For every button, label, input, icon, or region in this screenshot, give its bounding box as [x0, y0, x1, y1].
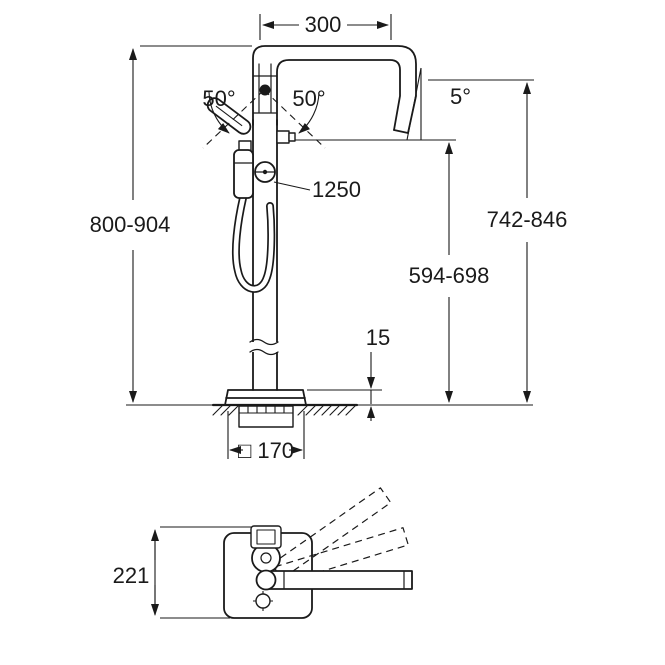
plan-spout	[265, 570, 413, 590]
label-base-size: □ 170	[238, 438, 294, 463]
swivel-dash-right	[263, 89, 326, 149]
label-height-total: 800-904	[90, 212, 171, 237]
spout-inner-line	[276, 59, 401, 131]
plan-lever	[250, 525, 282, 549]
lever-handle	[206, 97, 252, 135]
spout-outer-line	[252, 45, 417, 134]
dim-300-extensions	[259, 14, 392, 40]
label-base-thickness: 15	[366, 325, 390, 350]
label-spout-reach: 300	[305, 12, 342, 37]
annotations	[202, 67, 422, 191]
label-plan-depth: 221	[113, 563, 150, 588]
plan-spout-hub	[255, 569, 277, 591]
side-stub-knob	[288, 132, 296, 142]
base-plate	[224, 389, 307, 406]
rough-in-detail	[238, 405, 294, 414]
shower-hose-core	[233, 195, 274, 292]
label-swivel-left: 50°	[202, 86, 235, 111]
faucet-plan-view	[223, 487, 413, 619]
plan-spout-caps	[283, 571, 405, 589]
swivel-dash-left	[202, 89, 265, 149]
plan-column-inner	[260, 552, 272, 564]
faucet-front-view	[206, 45, 417, 428]
label-spout-angle: 5°	[450, 84, 471, 109]
plan-diverter-knob	[255, 593, 271, 609]
spout-outlet-face	[393, 129, 409, 134]
plan-knob-ticks	[253, 591, 273, 611]
break-waves	[249, 338, 279, 356]
column-detail-lines	[252, 63, 278, 114]
swivel-arc-left	[208, 91, 230, 134]
spout-mask	[253, 46, 416, 133]
side-stub	[276, 130, 290, 144]
swivel-arc-right	[298, 91, 320, 134]
dim-170-extensions	[227, 411, 305, 459]
hose-leader-line	[273, 181, 311, 191]
label-swivel-right: 50°	[292, 86, 325, 111]
break-mask	[251, 342, 279, 352]
dim-221-extensions	[160, 526, 253, 619]
diverter-knob-center	[262, 169, 268, 175]
pivot-dot	[259, 84, 271, 96]
dim-total-extensions	[126, 45, 252, 406]
label-height-outlet: 742-846	[487, 207, 568, 232]
spout-angle-lines	[406, 67, 422, 141]
hand-shower	[233, 149, 254, 199]
label-hose-length: 1250	[312, 177, 361, 202]
label-height-shower: 594-698	[409, 263, 490, 288]
floor-hatching	[212, 405, 356, 416]
dimension-labels: 300 50° 50° 5° 1250 800-904 742-846 594-…	[90, 12, 568, 588]
